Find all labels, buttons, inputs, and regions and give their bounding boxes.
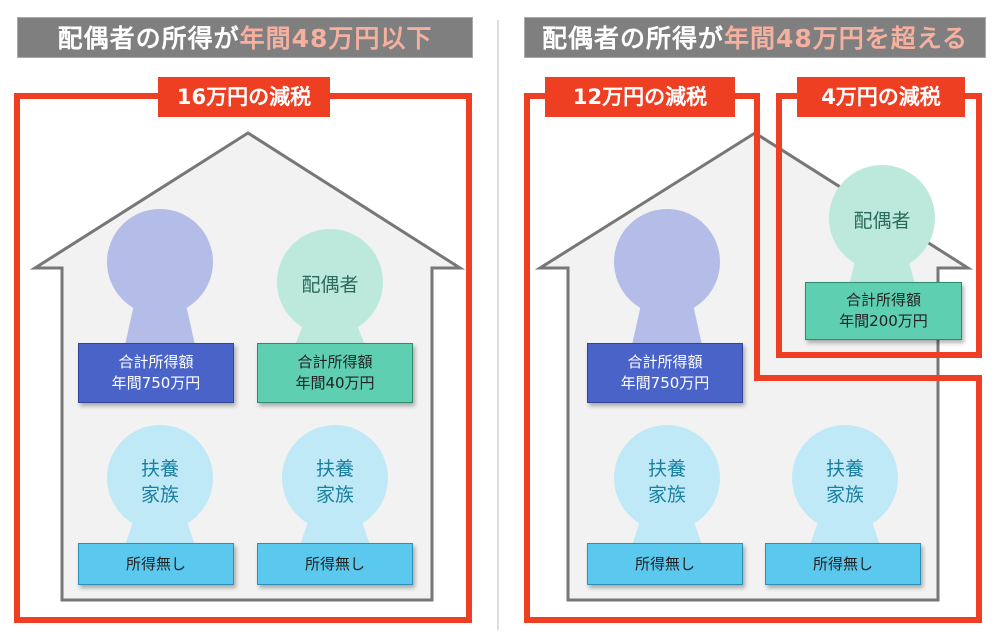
- tax-cut-label-left: 16万円の減税: [158, 77, 330, 117]
- income-value: 年間200万円: [839, 312, 928, 330]
- spouse-income-box-left: 合計所得額年間40万円: [257, 343, 413, 403]
- child-name-line2: 家族: [825, 484, 864, 506]
- header-right: 配偶者の所得が年間48万円を超える: [524, 17, 986, 58]
- child-income-box-left-2: 所得無し: [257, 543, 413, 585]
- income-value: 年間750万円: [620, 374, 710, 392]
- tax-cut-label-right-main: 12万円の減税: [545, 77, 735, 117]
- child-name-line1: 扶養: [315, 458, 354, 480]
- child-name-line2: 家族: [647, 484, 686, 506]
- spouse-income-box-right: 合計所得額年間200万円: [805, 282, 962, 340]
- header-left-highlight: 年間48万円以下: [239, 24, 433, 53]
- spouse-name-right: 配偶者: [853, 210, 911, 232]
- header-right-prefix: 配偶者の所得が: [541, 24, 724, 53]
- child-name-right-2: 扶養家族: [795, 456, 895, 508]
- taxpayer-head-left: [107, 209, 213, 345]
- child-income-box-right-1: 所得無し: [587, 543, 743, 585]
- child-head-left-1: [107, 425, 213, 545]
- tax-cut-label-right-spouse: 4万円の減税: [797, 77, 965, 117]
- income-label: 合計所得額: [118, 353, 194, 371]
- income-value: 年間40万円: [295, 374, 375, 392]
- child-name-right-1: 扶養家族: [617, 456, 717, 508]
- header-left-prefix: 配偶者の所得が: [57, 24, 240, 53]
- child-name-line2: 家族: [140, 484, 179, 506]
- spouse-head-right: [829, 165, 935, 284]
- taxpayer-income-box-left: 合計所得額年間750万円: [78, 343, 234, 403]
- child-name-line1: 扶養: [647, 458, 686, 480]
- income-label: 合計所得額: [627, 353, 703, 371]
- taxpayer-head-right: [614, 209, 720, 345]
- taxpayer-income-box-right: 合計所得額年間750万円: [587, 343, 743, 403]
- child-income-box-right-2: 所得無し: [765, 543, 921, 585]
- income-label: 合計所得額: [297, 353, 373, 371]
- income-value: 年間750万円: [111, 374, 201, 392]
- header-right-highlight: 年間48万円を超える: [723, 24, 969, 53]
- child-head-right-2: [792, 425, 898, 545]
- child-name-line2: 家族: [315, 484, 354, 506]
- child-income-box-left-1: 所得無し: [78, 543, 234, 585]
- spouse-name-left: 配偶者: [301, 274, 359, 296]
- child-name-left-1: 扶養家族: [110, 456, 210, 508]
- child-name-line1: 扶養: [825, 458, 864, 480]
- spouse-head-left: [277, 229, 383, 345]
- child-name-left-2: 扶養家族: [285, 456, 385, 508]
- child-head-left-2: [282, 425, 388, 545]
- header-left: 配偶者の所得が年間48万円以下: [17, 17, 473, 58]
- child-name-line1: 扶養: [140, 458, 179, 480]
- income-label: 合計所得額: [845, 291, 921, 309]
- child-head-right-1: [614, 425, 720, 545]
- tax-frame-right-main: [524, 93, 982, 623]
